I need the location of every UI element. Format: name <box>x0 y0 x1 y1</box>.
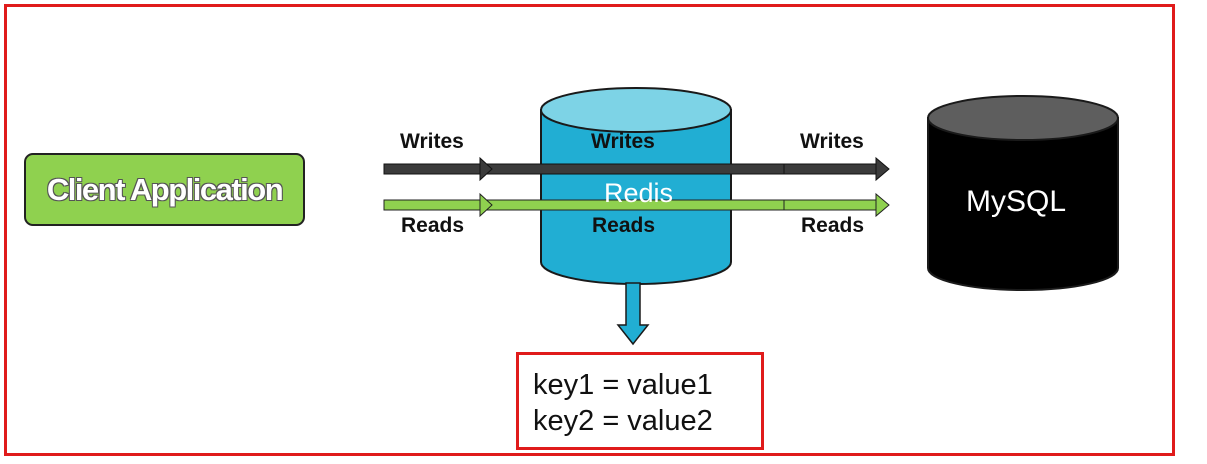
writes-label-mid: Writes <box>591 130 655 153</box>
reads-label-right: Reads <box>801 214 865 237</box>
writes-arrow-head-left <box>479 156 493 182</box>
reads-label-mid: Reads <box>592 214 656 237</box>
redis-cylinder-top <box>540 87 732 133</box>
redis-cylinder <box>540 87 732 285</box>
outer-frame <box>4 4 1175 456</box>
writes-arrow-head-right <box>875 156 890 182</box>
cache-entry: key1 = value1 <box>533 369 713 401</box>
cache-entry: key2 = value2 <box>533 405 713 437</box>
writes-label-right: Writes <box>800 130 864 153</box>
writes-arrow-group <box>383 156 890 182</box>
reads-label-left: Reads <box>401 214 465 237</box>
mysql-cylinder-body <box>927 117 1119 291</box>
writes-label-left: Writes <box>400 130 464 153</box>
cache-entries-box: key1 = value1 key2 = value2 <box>516 352 764 450</box>
mysql-label: MySQL <box>966 185 1067 218</box>
writes-arrow-shaft-right <box>783 163 877 175</box>
reads-arrow-head-right <box>875 192 890 218</box>
client-application-label: Client Application <box>46 171 284 207</box>
reads-arrow-head-left <box>479 192 493 218</box>
reads-arrow-shaft <box>383 199 785 211</box>
redis-down-arrow <box>616 282 650 346</box>
mysql-cylinder <box>927 95 1119 291</box>
redis-label: Redis <box>604 178 674 208</box>
mysql-cylinder-top <box>927 95 1119 141</box>
reads-arrow-group <box>383 192 890 218</box>
reads-arrow-shaft-right <box>783 199 877 211</box>
client-application-box: Client Application <box>24 153 305 226</box>
writes-arrow-shaft <box>383 163 785 175</box>
